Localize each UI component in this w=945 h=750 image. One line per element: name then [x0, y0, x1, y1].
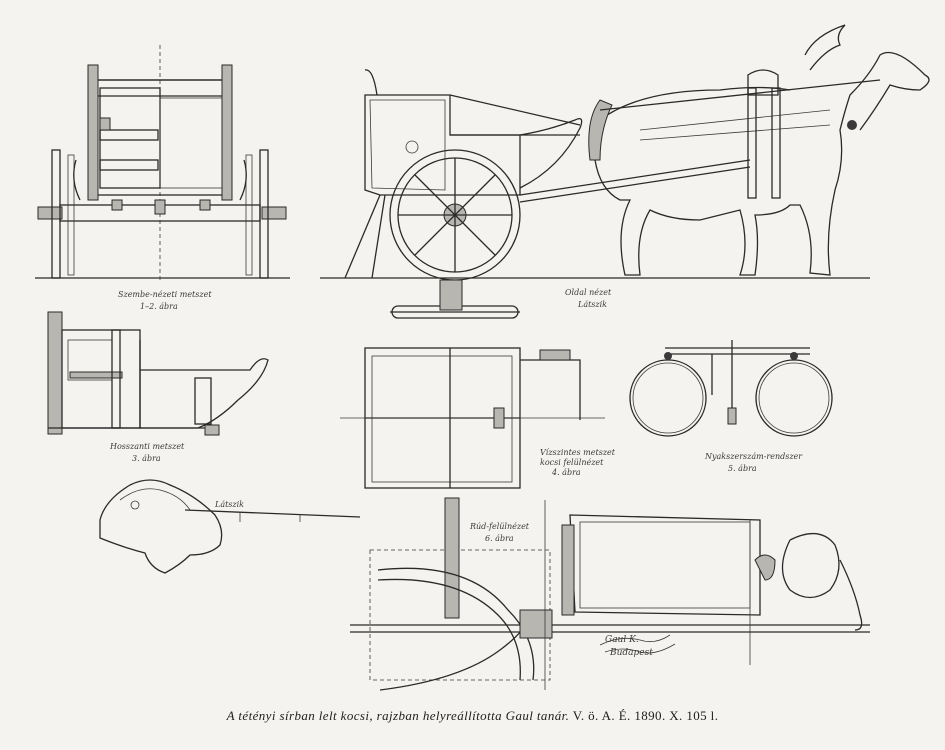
side-view-sublabel: Látszik: [578, 300, 608, 309]
head-view-label: Látszik: [215, 500, 245, 509]
yoke-figure-label: 5. ábra: [728, 464, 757, 473]
caption-italic: A tétényi sírban lelt kocsi, rajzban hel…: [226, 708, 570, 723]
rear-section-figure-label: 3. ábra: [132, 454, 161, 463]
rear-section-label: Hosszanti metszet: [110, 442, 185, 451]
plan-section-sublabel: kocsi felülnézet: [540, 458, 604, 467]
rear-section-drawing: [47, 311, 269, 436]
signature-place: Budapest: [610, 648, 653, 658]
yoke-drawing: [629, 340, 833, 437]
front-view-drawing: [35, 45, 290, 280]
plan-section-figure-label: 4. ábra: [552, 468, 581, 477]
horse-head-drawing: [99, 479, 361, 574]
figure-caption: A tétényi sírban lelt kocsi, rajzban hel…: [0, 708, 945, 724]
side-view-label: Oldal nézet: [565, 288, 612, 297]
yoke-label: Nyakszerszám-rendszer: [705, 452, 803, 461]
side-view-drawing: [320, 24, 930, 281]
pole-plan-drawing: [350, 497, 870, 691]
caption-reference: V. ö. A. É. 1890. X. 105 l.: [572, 708, 719, 723]
plan-section-label: Vízszintes metszet: [540, 448, 615, 457]
front-view-figure-label: 1–2. ábra: [140, 302, 178, 311]
plan-section-drawing: [340, 279, 605, 489]
signature-name: Gaul K.: [605, 635, 639, 645]
pole-plan-label: Rúd-felülnézet: [470, 522, 530, 531]
front-view-label: Szembe-nézeti metszet: [118, 290, 212, 299]
pole-plan-figure-label: 6. ábra: [485, 534, 514, 543]
